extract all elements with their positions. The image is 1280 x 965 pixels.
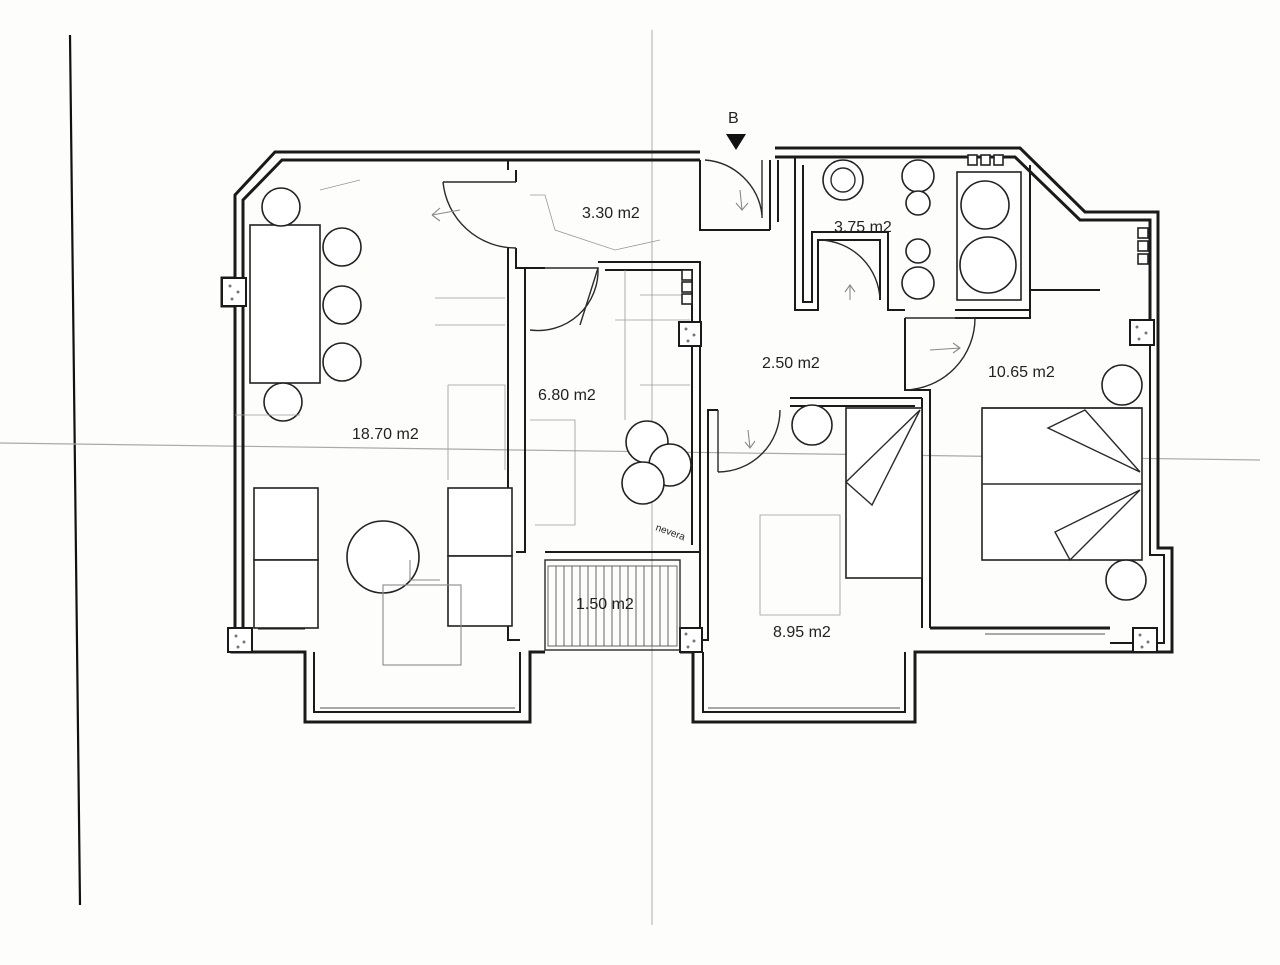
column [679,627,703,653]
room-area-entry-hall: 3.30 m2 [582,205,640,222]
dining-set [249,187,362,422]
room-area-kitchen: 6.80 m2 [538,387,596,404]
nightstand [1101,364,1143,406]
margin-line [68,34,82,906]
column [227,627,253,653]
room-area-bedroom-second: 8.95 m2 [773,624,831,641]
interior-walls [507,157,1100,641]
room-labels: 18.70 m2 3.30 m2 3.75 m2 2.50 m2 6.80 m2… [352,205,1055,641]
column [221,277,247,307]
kitchen-stool [621,461,665,505]
entrance-arrow-icon [726,134,746,150]
handwritten-note: nevera [654,522,687,543]
sofa-set [253,487,513,666]
doors [442,159,976,473]
nightstand [1105,559,1147,601]
kitchen-fixtures: nevera [621,269,693,543]
room-area-bathroom: 3.75 m2 [834,219,892,236]
laundry-balcony-hatch [544,559,681,651]
room-area-hallway: 2.50 m2 [762,355,820,372]
column [678,321,702,347]
bathroom-fixtures [822,154,1149,301]
room-area-living: 18.70 m2 [352,426,419,443]
main-bedroom-bed [981,364,1147,601]
entrance-marker: B [726,110,746,150]
pencil-sketch-lines [235,179,841,616]
entrance-marker-label: B [728,110,739,127]
room-area-laundry: 1.50 m2 [576,596,634,613]
column [1132,627,1158,653]
column [1129,319,1155,346]
structural-columns [221,277,1158,653]
room-area-bedroom-main: 10.65 m2 [988,364,1055,381]
nightstand [791,404,833,446]
pencil-arrows [431,189,961,449]
second-bedroom-bed [791,404,923,579]
